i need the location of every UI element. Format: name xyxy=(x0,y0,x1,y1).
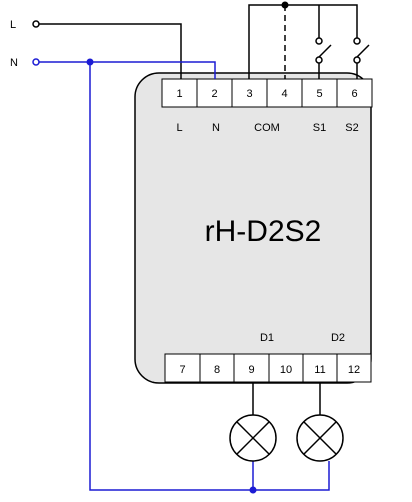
live-wire xyxy=(32,20,182,79)
terminal-6-number: 6 xyxy=(351,88,357,100)
terminal-3-number: 3 xyxy=(246,88,252,100)
terminal-7-number: 7 xyxy=(179,364,185,376)
terminal-10-number: 10 xyxy=(280,364,292,376)
bottom-terminal-block: 7 8 9 10 11 12 xyxy=(164,353,372,383)
switch-icon xyxy=(315,37,332,79)
device-model-title: rH-D2S2 xyxy=(205,215,322,248)
terminal-12-number: 12 xyxy=(348,364,360,376)
supply-label-l: L xyxy=(10,19,16,31)
terminal-label-com: COM xyxy=(254,122,280,134)
terminal-9-number: 9 xyxy=(248,364,254,376)
lamp-icon xyxy=(229,382,277,462)
terminal-11-number: 11 xyxy=(314,364,325,376)
terminal-label-l: L xyxy=(176,122,182,134)
terminal-label-s2: S2 xyxy=(345,122,358,134)
switch-icon xyxy=(353,37,370,79)
terminal-4-number: 4 xyxy=(281,88,287,100)
top-terminal-block: 1 2 3 4 5 6 xyxy=(161,78,373,108)
terminal-8-number: 8 xyxy=(214,364,220,376)
terminal-5-number: 5 xyxy=(316,88,322,100)
terminal-2-number: 2 xyxy=(211,88,217,100)
switch-wiring xyxy=(248,1,358,79)
terminal-label-s1: S1 xyxy=(313,122,326,134)
lamp-icon xyxy=(296,382,344,462)
output-label-d2: D2 xyxy=(331,332,345,344)
output-label-d1: D1 xyxy=(260,332,274,344)
terminal-label-n: N xyxy=(212,122,220,134)
neutral-wire xyxy=(32,58,330,494)
terminal-1-number: 1 xyxy=(176,88,182,100)
supply-label-n: N xyxy=(10,57,18,69)
